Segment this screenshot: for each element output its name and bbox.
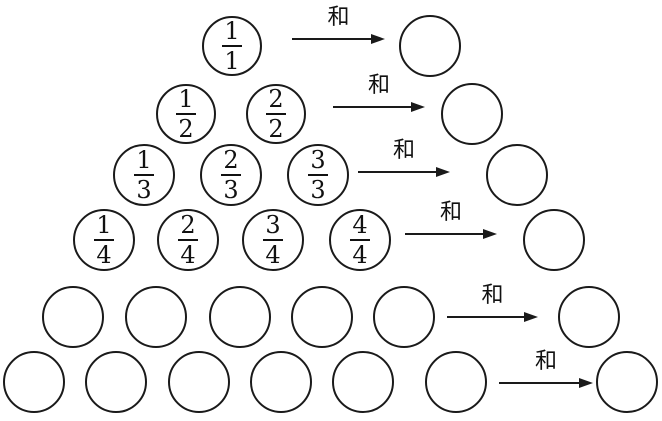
arrow-head	[371, 34, 385, 44]
empty-circle	[3, 351, 65, 413]
numerator: 2	[180, 211, 196, 239]
sum-answer-circle	[558, 286, 620, 348]
sum-answer-circle	[441, 83, 503, 145]
numerator: 1	[224, 17, 240, 45]
sum-answer-circle	[486, 144, 548, 206]
empty-circle	[332, 351, 394, 413]
sum-label: 和	[327, 5, 350, 30]
numerator: 2	[268, 85, 284, 113]
fraction-bar	[222, 45, 242, 47]
empty-circle	[209, 286, 271, 348]
fraction-bar	[221, 174, 241, 176]
sum-answer-circle	[399, 15, 461, 77]
empty-circle	[425, 351, 487, 413]
denominator: 4	[352, 241, 368, 269]
fraction-bar	[178, 239, 198, 241]
fraction-bar	[350, 239, 370, 241]
empty-circle	[291, 286, 353, 348]
fraction-bar	[266, 113, 286, 115]
arrow-head	[524, 312, 538, 322]
sum-label: 和	[535, 349, 558, 374]
arrow-head	[483, 229, 497, 239]
sum-label: 和	[481, 283, 504, 308]
denominator: 4	[96, 241, 112, 269]
empty-circle	[125, 286, 187, 348]
denominator: 4	[265, 241, 281, 269]
empty-circle	[168, 351, 230, 413]
arrow-head	[411, 102, 425, 112]
empty-circle	[42, 286, 104, 348]
fraction-bar	[308, 174, 328, 176]
denominator: 1	[224, 47, 240, 75]
fraction-bar	[263, 239, 283, 241]
fraction-bar	[176, 113, 196, 115]
denominator: 2	[268, 115, 284, 143]
sum-answer-circle	[523, 209, 585, 271]
sum-label: 和	[393, 138, 416, 163]
numerator: 4	[352, 211, 368, 239]
numerator: 1	[96, 211, 112, 239]
numerator: 1	[136, 146, 152, 174]
fraction-bar	[94, 239, 114, 241]
empty-circle	[373, 286, 435, 348]
arrow-head	[579, 378, 593, 388]
numerator: 3	[265, 211, 281, 239]
sum-answer-circle	[596, 351, 658, 413]
empty-circle	[85, 351, 147, 413]
denominator: 2	[178, 115, 194, 143]
sum-label: 和	[440, 200, 463, 225]
denominator: 3	[223, 176, 239, 204]
sum-label: 和	[368, 73, 391, 98]
arrow-head	[436, 167, 450, 177]
fraction-bar	[134, 174, 154, 176]
numerator: 2	[223, 146, 239, 174]
numerator: 1	[178, 85, 194, 113]
denominator: 3	[136, 176, 152, 204]
numerator: 3	[310, 146, 326, 174]
denominator: 4	[180, 241, 196, 269]
denominator: 3	[310, 176, 326, 204]
empty-circle	[250, 351, 312, 413]
